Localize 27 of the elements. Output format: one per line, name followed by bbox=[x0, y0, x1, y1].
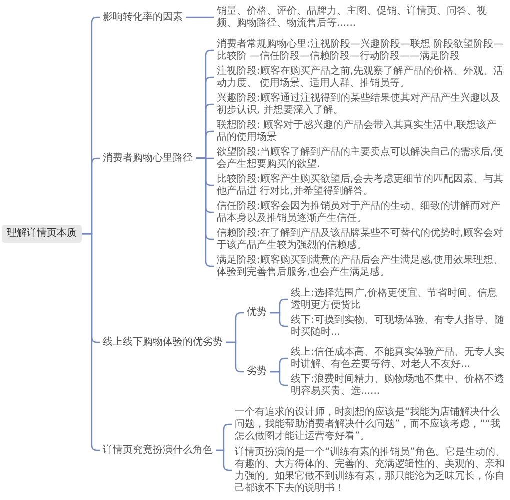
note-text: 线上:选择范围广,价格更便宜、节省时间、信息透明更方便货比 bbox=[288, 288, 506, 312]
branch-label: 优势 bbox=[244, 306, 270, 320]
note-text: 线下:浪费时间精力、购物场地不集中、价格不透明容易买贵、选...... bbox=[288, 374, 506, 398]
note-text: 注视阶段:顾客在购买产品之前,先观察了解产品的价格、外观、活动力度、 使用场景、适用人群、推销员等。 bbox=[214, 66, 506, 90]
note-text: 满足阶段:顾客购买到满意的产品后会产生满足感,使用效果理想、体验到完善售后服务,也会产生满足感。 bbox=[214, 254, 506, 278]
connector-line bbox=[186, 16, 214, 18]
note-text: 详情页扮演的是一个“训练有素的推销员”角色。它是生动的、有趣的、大方得体的、完善的、充满逻辑性的、美观的、亲和力强的。如果它做不到训练有素，那只能沦为乏味冗长，你自己都读不下去的说明书！ bbox=[232, 446, 506, 494]
note-text: 销量、价格、评价、品牌力、主图、促销、详情页、问答、视频、购物路径、物流售后等...... bbox=[214, 6, 506, 30]
note-text: 比较阶段:顾客产生购买欲望后,会去考虑更细节的匹配因素、与其他产品进 行对比,并希望得到解答。 bbox=[214, 174, 506, 198]
note-text: 信任阶段:顾客会因为推销员对于产品的生动、细致的讲解而对产品本身以及推销员逐渐产生信任。 bbox=[214, 200, 506, 224]
note-text: 线下:可摸到实物、可现场体验、有专人指导、随时买随时... bbox=[288, 314, 506, 338]
note-text: 联想阶段: 顾客对于感兴趣的产品会带入其真实生活中,联想该产品的使用场景 bbox=[214, 120, 506, 144]
note-text: 消费者常规购物心里:注视阶段—兴趣阶段—联想 阶段欲望阶段—比较阶 —信任阶段—信赖阶段—行动阶段——满足阶段 bbox=[214, 38, 506, 62]
connector-line bbox=[270, 312, 288, 328]
note-text: 一个有追求的设计师，时刻想的应该是“我能为店铺解决什么问题，我能帮助消费者解决什么问题”，而不应该考虑，““我怎么做图才能让运营夸好看”。 bbox=[232, 406, 506, 442]
branch-label: 线上线下购物体验的优劣势 bbox=[100, 336, 226, 350]
connector-line bbox=[216, 450, 232, 472]
root-topic: 理解详情页本质 bbox=[2, 225, 82, 243]
connector-line bbox=[270, 371, 288, 386]
branch-label: 详情页究竟扮演什么角色 bbox=[100, 444, 216, 458]
branch-label: 劣势 bbox=[244, 365, 270, 379]
note-text: 线上:信任成本高、不能真实体验产品、无专人实时讲解、有色差要等待、对老人不友好... bbox=[288, 346, 506, 370]
branch-label: 消费者购物心里路径 bbox=[100, 152, 196, 166]
note-text: 兴趣阶段:顾客通过注视得到的某些结果使其对产品产生兴趣以及初步认识, 并想要深入了解。 bbox=[214, 92, 506, 116]
branch-label: 影响转化率的因素 bbox=[100, 10, 186, 24]
note-text: 信赖阶段:在了解到产品及该品牌某些不可替代的优势时,顾客会对于该产品产生较为强烈的信赖感。 bbox=[214, 228, 506, 252]
note-text: 欲望阶段:当顾客了解到产品的主要卖点可以解决自己的需求后,便会产生想要购买的欲望. bbox=[214, 146, 506, 170]
